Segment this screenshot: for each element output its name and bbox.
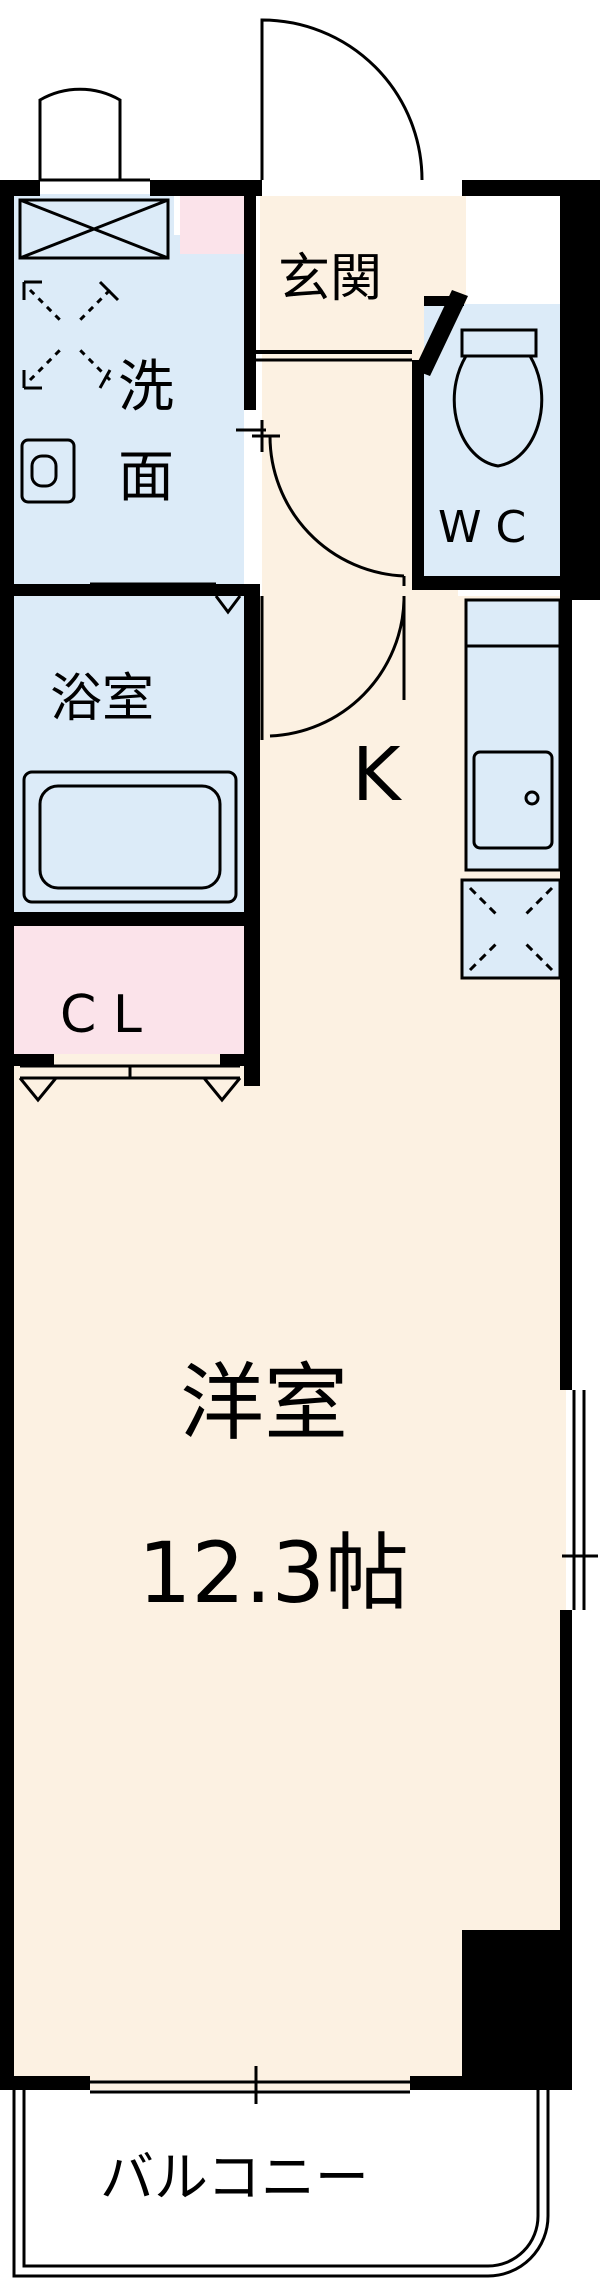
western-room-label: 洋室 bbox=[180, 1354, 348, 1452]
wash-basin-inner bbox=[30, 454, 58, 488]
right-wall-upper bbox=[560, 180, 600, 600]
kitchen-counter bbox=[466, 600, 560, 870]
wash-basin bbox=[20, 438, 76, 504]
entrance-label: 玄関 bbox=[278, 249, 382, 309]
wall-closet-bottom bbox=[14, 1054, 54, 1066]
kitchen-vent-d3 bbox=[468, 940, 500, 972]
kitchen-vent-d1 bbox=[468, 886, 500, 918]
laundry-box bbox=[18, 198, 170, 260]
wall-bath-closet bbox=[14, 912, 260, 926]
top-wall-mid bbox=[150, 180, 262, 196]
right-column bbox=[462, 1930, 572, 2090]
bathtub bbox=[22, 770, 238, 904]
closet-door-right bbox=[202, 1077, 242, 1103]
left-wall bbox=[0, 180, 14, 2090]
toilet-tank bbox=[460, 328, 538, 358]
entrance-door-swing bbox=[260, 18, 424, 181]
bathtub-inner bbox=[38, 784, 222, 890]
bottom-wall-right bbox=[410, 2076, 470, 2090]
laundry-box-x2 bbox=[19, 198, 169, 260]
corridor-door-arc-upper bbox=[268, 435, 405, 578]
closet-label: C L bbox=[60, 985, 142, 1045]
wall-closet-bottom-r bbox=[220, 1054, 260, 1066]
kitchen-vent bbox=[462, 880, 560, 978]
western-room-size: 12.3帖 bbox=[138, 1524, 409, 1622]
bathroom-label: 浴室 bbox=[50, 669, 154, 729]
right-wall-mid bbox=[560, 590, 572, 1390]
wall-toilet-top bbox=[424, 296, 464, 306]
room-labels: 玄関 洗 面 W C 浴室 K C L 洋室 12.3帖 バルコニー bbox=[50, 249, 526, 2209]
kitchen-counter-outline bbox=[464, 598, 562, 872]
wall-wash-entrance bbox=[244, 194, 256, 410]
washroom-label-line2: 面 bbox=[118, 445, 174, 510]
storage-floor bbox=[180, 194, 244, 254]
wall-entrance-step bbox=[256, 350, 412, 354]
kitchen-vent-d2 bbox=[522, 886, 554, 918]
toilet-label: W C bbox=[438, 502, 526, 553]
wall-toilet-bottom bbox=[412, 576, 562, 590]
walls bbox=[0, 180, 600, 2090]
bottom-wall-left bbox=[0, 2076, 90, 2090]
washroom-floor bbox=[14, 235, 244, 585]
bathroom-floor bbox=[14, 596, 244, 912]
kitchen-label: K bbox=[352, 732, 403, 818]
closet-floor bbox=[14, 926, 244, 1054]
closet-door-left bbox=[18, 1077, 58, 1103]
toilet-bowl bbox=[452, 355, 544, 468]
kitchen-vent-d4 bbox=[522, 940, 554, 972]
kitchen-vent-outline bbox=[460, 878, 562, 980]
kitchen-drain bbox=[524, 790, 540, 806]
wall-wash-bath bbox=[14, 584, 260, 596]
room-fills bbox=[14, 194, 566, 2090]
bath-door-mark bbox=[214, 595, 242, 615]
balcony-outline-inner bbox=[22, 2090, 540, 2268]
washroom-label-line1: 洗 bbox=[118, 355, 174, 420]
line-art bbox=[12, 18, 598, 2278]
balcony-outline bbox=[12, 2090, 550, 2278]
wall-toilet-angle bbox=[414, 290, 468, 376]
wall-bath-room bbox=[244, 596, 260, 1086]
wall-toilet-left bbox=[412, 360, 424, 586]
laundry-door-swing bbox=[38, 87, 122, 180]
kitchen-door-arc bbox=[269, 599, 406, 738]
kitchen-sink bbox=[472, 750, 554, 850]
balcony-label: バルコニー bbox=[100, 2146, 369, 2209]
